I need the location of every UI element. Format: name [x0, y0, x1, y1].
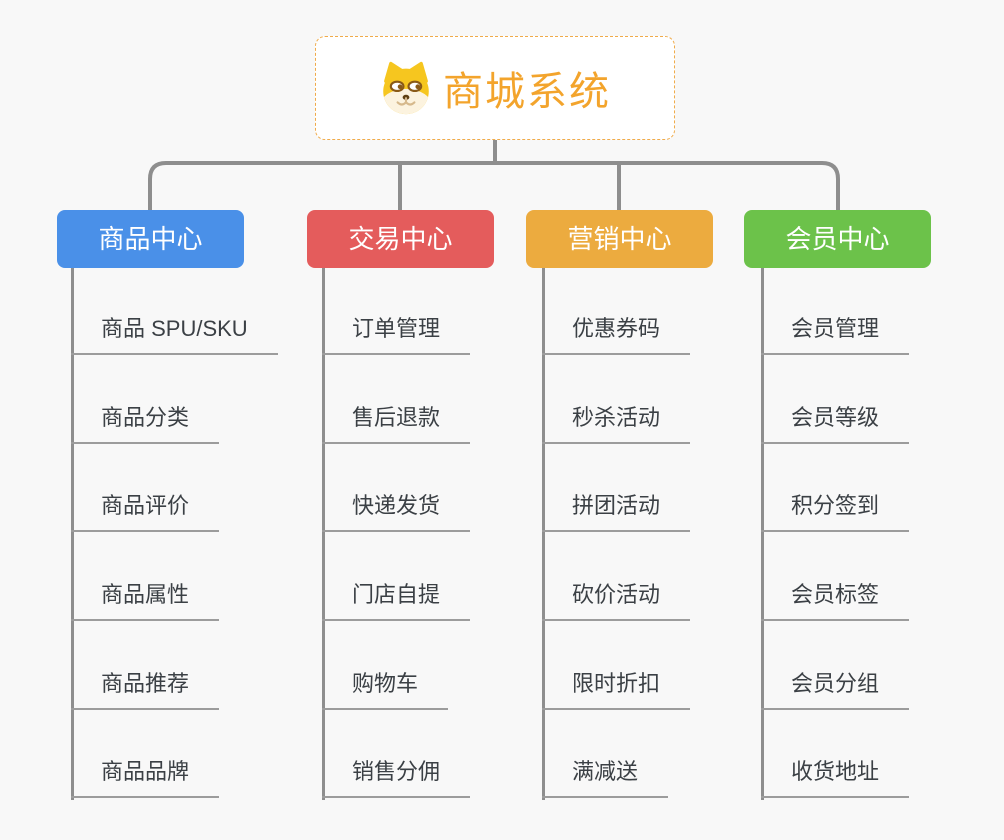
children-rail-trade — [322, 268, 325, 800]
child-node[interactable]: 商品 SPU/SKU — [71, 314, 278, 355]
branch-node-trade-center[interactable]: 交易中心 — [307, 210, 494, 268]
child-node[interactable]: 商品属性 — [71, 580, 220, 621]
child-node[interactable]: 收货地址 — [761, 757, 910, 798]
child-node[interactable]: 会员管理 — [761, 314, 910, 355]
children-rail-marketing — [542, 268, 545, 800]
child-node[interactable]: 订单管理 — [322, 314, 471, 355]
child-node[interactable]: 商品推荐 — [71, 669, 220, 710]
child-node[interactable]: 会员标签 — [761, 580, 910, 621]
child-node[interactable]: 会员分组 — [761, 669, 910, 710]
dog-face-icon — [379, 61, 433, 115]
child-node[interactable]: 秒杀活动 — [542, 403, 691, 444]
child-node[interactable]: 门店自提 — [322, 580, 471, 621]
root-node[interactable]: 商城系统 — [315, 36, 675, 140]
child-node[interactable]: 销售分佣 — [322, 757, 471, 798]
main-rail-line — [148, 161, 840, 210]
child-node[interactable]: 快递发货 — [322, 491, 471, 532]
child-node[interactable]: 限时折扣 — [542, 669, 691, 710]
child-node[interactable]: 优惠券码 — [542, 314, 691, 355]
children-rail-member — [761, 268, 764, 800]
root-node-title: 商城系统 — [443, 70, 611, 114]
child-node[interactable]: 砍价活动 — [542, 580, 691, 621]
child-node[interactable]: 会员等级 — [761, 403, 910, 444]
branch-node-product-center[interactable]: 商品中心 — [57, 210, 244, 268]
child-node[interactable]: 购物车 — [322, 669, 449, 710]
child-node[interactable]: 商品评价 — [71, 491, 220, 532]
child-node[interactable]: 满减送 — [542, 757, 669, 798]
child-node[interactable]: 商品分类 — [71, 403, 220, 444]
child-node[interactable]: 积分签到 — [761, 491, 910, 532]
children-rail-product — [71, 268, 74, 800]
branch-node-marketing-center[interactable]: 营销中心 — [526, 210, 713, 268]
child-node[interactable]: 售后退款 — [322, 403, 471, 444]
child-node[interactable]: 拼团活动 — [542, 491, 691, 532]
child-node[interactable]: 商品品牌 — [71, 757, 220, 798]
branch-node-member-center[interactable]: 会员中心 — [744, 210, 931, 268]
